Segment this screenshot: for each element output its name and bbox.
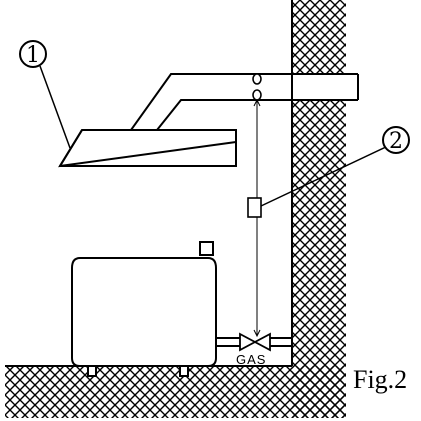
wall [291, 0, 346, 418]
callout-1-label: 1 [26, 43, 40, 68]
gas-valve [239, 332, 271, 352]
figure-caption: Fig.2 [353, 365, 407, 394]
gas-appliance [71, 241, 217, 377]
floor [5, 365, 346, 418]
height-dimension-line [253, 98, 261, 338]
exhaust-duct [130, 73, 359, 131]
gas-detector [247, 197, 262, 218]
duct-clamp [252, 73, 262, 101]
gas-supply-pipe [216, 337, 292, 347]
gas-label: GAS [236, 352, 266, 367]
callout-2-label: 2 [389, 129, 403, 154]
callout-2: 2 [260, 126, 410, 207]
callout-1: 1 [19, 40, 71, 149]
extractor-hood [58, 129, 237, 168]
